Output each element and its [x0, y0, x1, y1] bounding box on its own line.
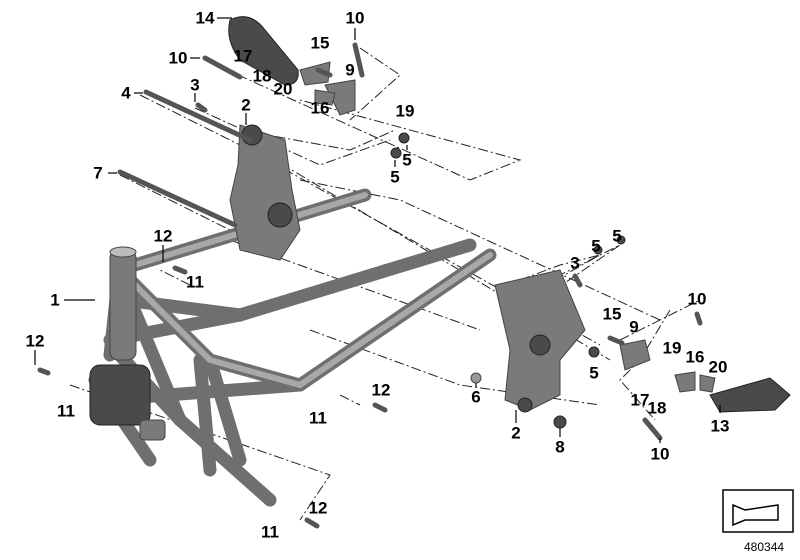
- callout-11[interactable]: 11: [57, 401, 75, 421]
- callout-3[interactable]: 3: [190, 75, 200, 95]
- callout-13[interactable]: 13: [710, 416, 730, 436]
- callout-4[interactable]: 4: [121, 83, 131, 103]
- callout-10[interactable]: 10: [345, 8, 365, 28]
- left-footrest-bracket: [229, 124, 301, 261]
- callout-6[interactable]: 6: [471, 387, 481, 407]
- assembly-lines: [69, 47, 701, 521]
- callout-19[interactable]: 19: [395, 101, 415, 121]
- callout-18[interactable]: 18: [252, 66, 272, 86]
- callout-15[interactable]: 15: [310, 33, 330, 53]
- callout-12[interactable]: 12: [153, 226, 173, 246]
- callout-17[interactable]: 17: [630, 390, 650, 410]
- right-footrest-bracket: [494, 269, 586, 413]
- callout-17[interactable]: 17: [233, 46, 253, 66]
- callout-5[interactable]: 5: [612, 226, 622, 246]
- left-footrest: [228, 16, 356, 116]
- orientation-arrow-icon: [722, 489, 794, 533]
- callout-1[interactable]: 1: [50, 290, 60, 310]
- callout-12[interactable]: 12: [308, 498, 328, 518]
- callout-3[interactable]: 3: [570, 253, 580, 273]
- callout-11[interactable]: 11: [261, 522, 279, 542]
- callout-16[interactable]: 16: [310, 98, 330, 118]
- callout-5[interactable]: 5: [589, 363, 599, 383]
- callout-11[interactable]: 11: [309, 408, 327, 428]
- callout-18[interactable]: 18: [647, 398, 667, 418]
- callout-15[interactable]: 15: [602, 304, 622, 324]
- callout-11[interactable]: 11: [186, 272, 204, 292]
- callout-2[interactable]: 2: [511, 423, 521, 443]
- leader-lines: [34, 17, 721, 443]
- callout-12[interactable]: 12: [25, 331, 45, 351]
- callout-12[interactable]: 12: [371, 380, 391, 400]
- callout-9[interactable]: 9: [629, 317, 639, 337]
- callout-5[interactable]: 5: [402, 150, 412, 170]
- callout-20[interactable]: 20: [708, 357, 728, 377]
- callout-19[interactable]: 19: [662, 338, 682, 358]
- callout-14[interactable]: 14: [195, 8, 215, 28]
- callout-8[interactable]: 8: [555, 437, 565, 457]
- right-footrest: [619, 339, 791, 413]
- callout-2[interactable]: 2: [241, 95, 251, 115]
- callout-20[interactable]: 20: [273, 79, 293, 99]
- callout-5[interactable]: 5: [591, 236, 601, 256]
- callout-10[interactable]: 10: [650, 444, 670, 464]
- diagram-reference-number: 480344: [744, 540, 785, 554]
- callout-10[interactable]: 10: [168, 48, 188, 68]
- callout-16[interactable]: 16: [685, 347, 705, 367]
- callout-5[interactable]: 5: [390, 167, 400, 187]
- callout-9[interactable]: 9: [345, 60, 355, 80]
- bolts: [37, 42, 703, 529]
- callout-7[interactable]: 7: [93, 163, 103, 183]
- callout-10[interactable]: 10: [687, 289, 707, 309]
